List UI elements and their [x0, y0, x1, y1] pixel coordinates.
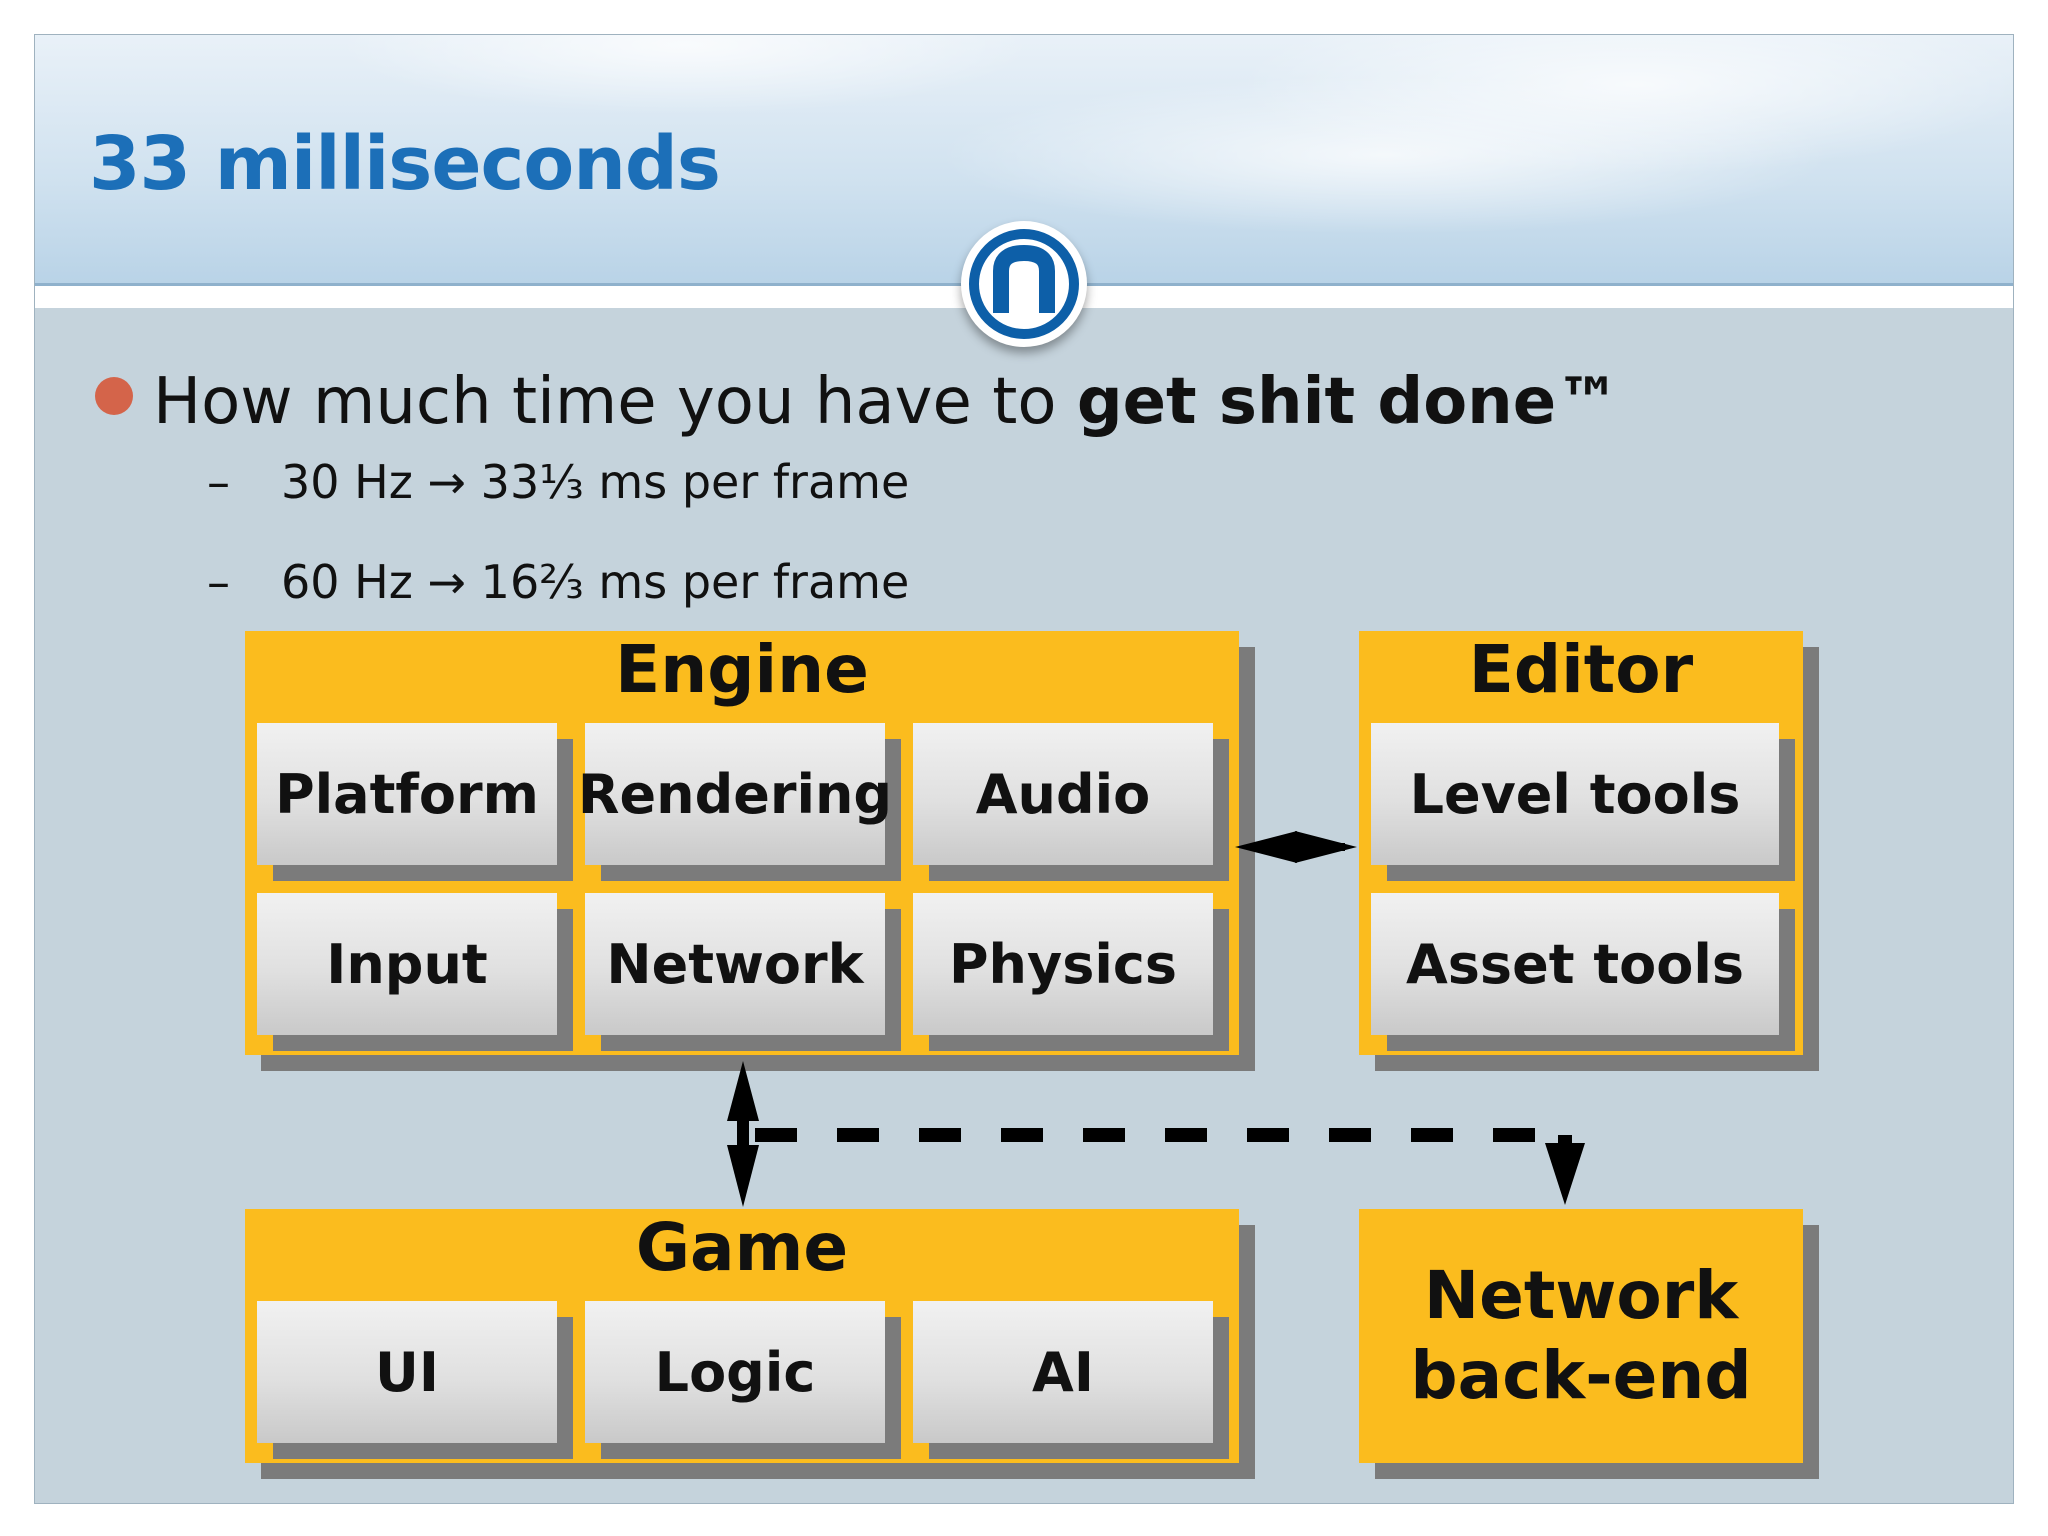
box-label: Input: [257, 893, 557, 1035]
engine-group: Engine Platform Rendering Audio Input Ne…: [245, 631, 1255, 1071]
bullet-text-plain: How much time you have to: [153, 365, 1077, 439]
box-label: Level tools: [1371, 723, 1779, 865]
editor-title: Editor: [1468, 631, 1694, 708]
network-backend-line1: Network: [1423, 1257, 1739, 1334]
game-backend-dashed-arrow: [755, 1128, 1585, 1205]
subitem-text: 60 Hz → 16⅔ ms per frame: [281, 555, 910, 609]
box-label: Logic: [585, 1301, 885, 1443]
box-label: AI: [913, 1301, 1213, 1443]
game-title: Game: [635, 1209, 849, 1286]
box-label: Network: [585, 893, 885, 1035]
engine-game-arrow: [727, 1061, 759, 1207]
n-circle-logo-icon: [961, 221, 1087, 347]
network-backend-box: Network back-end: [1359, 1209, 1803, 1463]
diagram-arrows: [727, 831, 1585, 1207]
bullet-icon: [95, 377, 133, 415]
bullet-text-bold: get shit done™: [1076, 365, 1621, 439]
slide-header: [35, 35, 2013, 283]
slide: 33 milliseconds How much time you have t…: [34, 34, 2014, 1504]
box-label: Platform: [257, 723, 557, 865]
box-label: UI: [257, 1301, 557, 1443]
game-group: Game UI Logic AI: [245, 1209, 1255, 1479]
box-label: Asset tools: [1371, 893, 1779, 1035]
engine-editor-arrow: [1235, 831, 1357, 863]
subitem-dash: –: [207, 455, 230, 509]
subitem-dash: –: [207, 555, 230, 609]
network-backend-line2: back-end: [1410, 1337, 1752, 1414]
slide-title: 33 milliseconds: [89, 121, 721, 207]
network-backend-group: Network back-end: [1359, 1209, 1819, 1479]
editor-group: Editor Level tools Asset tools: [1359, 631, 1819, 1071]
bullet-text: How much time you have to get shit done™: [153, 365, 1620, 439]
subitem-text: 30 Hz → 33⅓ ms per frame: [281, 455, 910, 509]
box-label: Audio: [913, 723, 1213, 865]
box-label: Rendering: [578, 723, 892, 865]
box-label: Physics: [913, 893, 1213, 1035]
engine-title: Engine: [615, 631, 869, 708]
